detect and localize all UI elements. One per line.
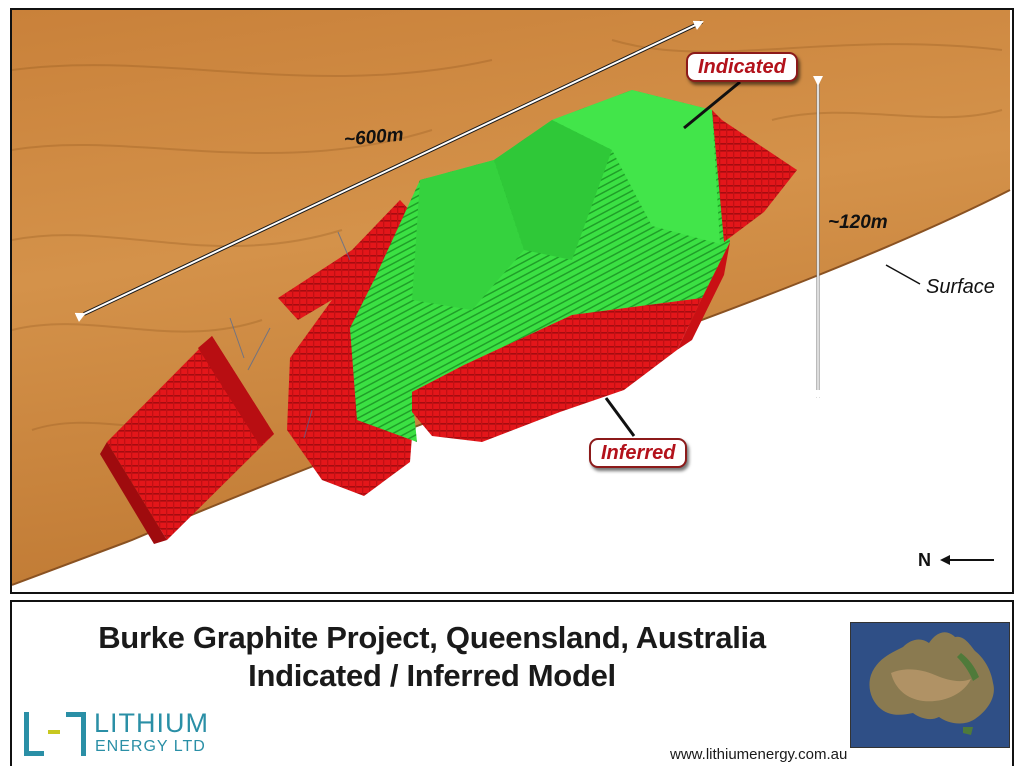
model-drawing [12,10,1011,586]
north-label: N [918,550,931,570]
surface-label: Surface [926,276,995,298]
surface-leader-line [885,264,921,285]
indicated-callout: Indicated [686,52,798,82]
model-viewport: ~600m ~120m Surface Indicated Inferred N [10,8,1014,594]
footer-panel: Burke Graphite Project, Queensland, Aust… [10,600,1014,766]
footer-title-line2: Indicated / Inferred Model [248,658,616,693]
lithium-energy-logo-icon [24,712,86,756]
inferred-block-left [100,336,274,544]
australia-map-icon [850,622,1010,748]
footer-title-line1: Burke Graphite Project, Queensland, Aust… [98,620,766,655]
inferred-leader-line [604,397,636,437]
indicated-leader-line [683,80,741,130]
company-name: LITHIUM [94,708,209,738]
inferred-callout: Inferred [589,438,688,468]
company-subtitle: ENERGY LTD [95,738,206,755]
depth-dimension-label: ~120m [828,212,888,233]
company-website: www.lithiumenergy.com.au [670,746,848,763]
